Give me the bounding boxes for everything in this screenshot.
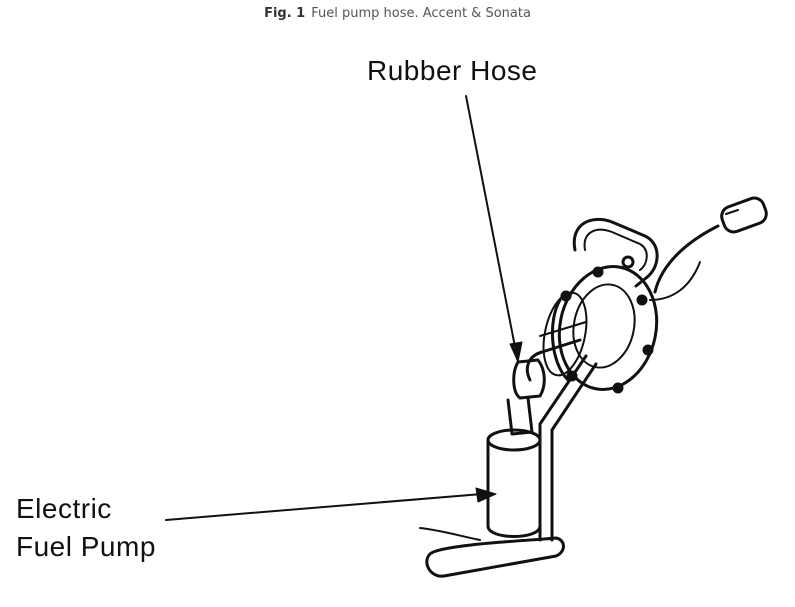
wiring-harness (653, 224, 720, 294)
electric-fuel-pump-label-line2: Fuel Pump (16, 531, 156, 562)
rubber-hose-joint (512, 358, 546, 400)
fuel-pump-body (486, 438, 542, 538)
mounting-flange (557, 265, 659, 391)
figure-caption-text: Fuel pump hose. Accent & Sonata (311, 6, 531, 21)
upper-bracket (572, 217, 659, 288)
flange-bolt (612, 382, 624, 394)
figure-caption: Fig. 1 Fuel pump hose. Accent & Sonata (0, 6, 795, 21)
wiring-harness-lower (649, 261, 701, 301)
fuel-strainer (425, 536, 565, 578)
rubber-hose-arrowhead (509, 341, 523, 363)
electrical-connector (720, 196, 768, 234)
figure-number: Fig. 1 (264, 6, 306, 21)
flange-bolt (636, 294, 648, 306)
support-bracket (538, 354, 588, 542)
flange-bolt (642, 344, 654, 356)
flange-bolt (621, 255, 635, 269)
rubber-hose-leader (465, 95, 517, 353)
flange-bolt (592, 266, 604, 278)
electric-fuel-pump-label: Electric Fuel Pump (16, 490, 156, 566)
fuel-pump-top (486, 428, 542, 452)
electric-fuel-pump-label-line1: Electric (16, 493, 112, 524)
fuel-pump-leader (165, 493, 483, 521)
rubber-hose-label: Rubber Hose (367, 55, 538, 86)
flange-bolt (560, 290, 572, 302)
fuel-pump-arrowhead (475, 487, 497, 503)
